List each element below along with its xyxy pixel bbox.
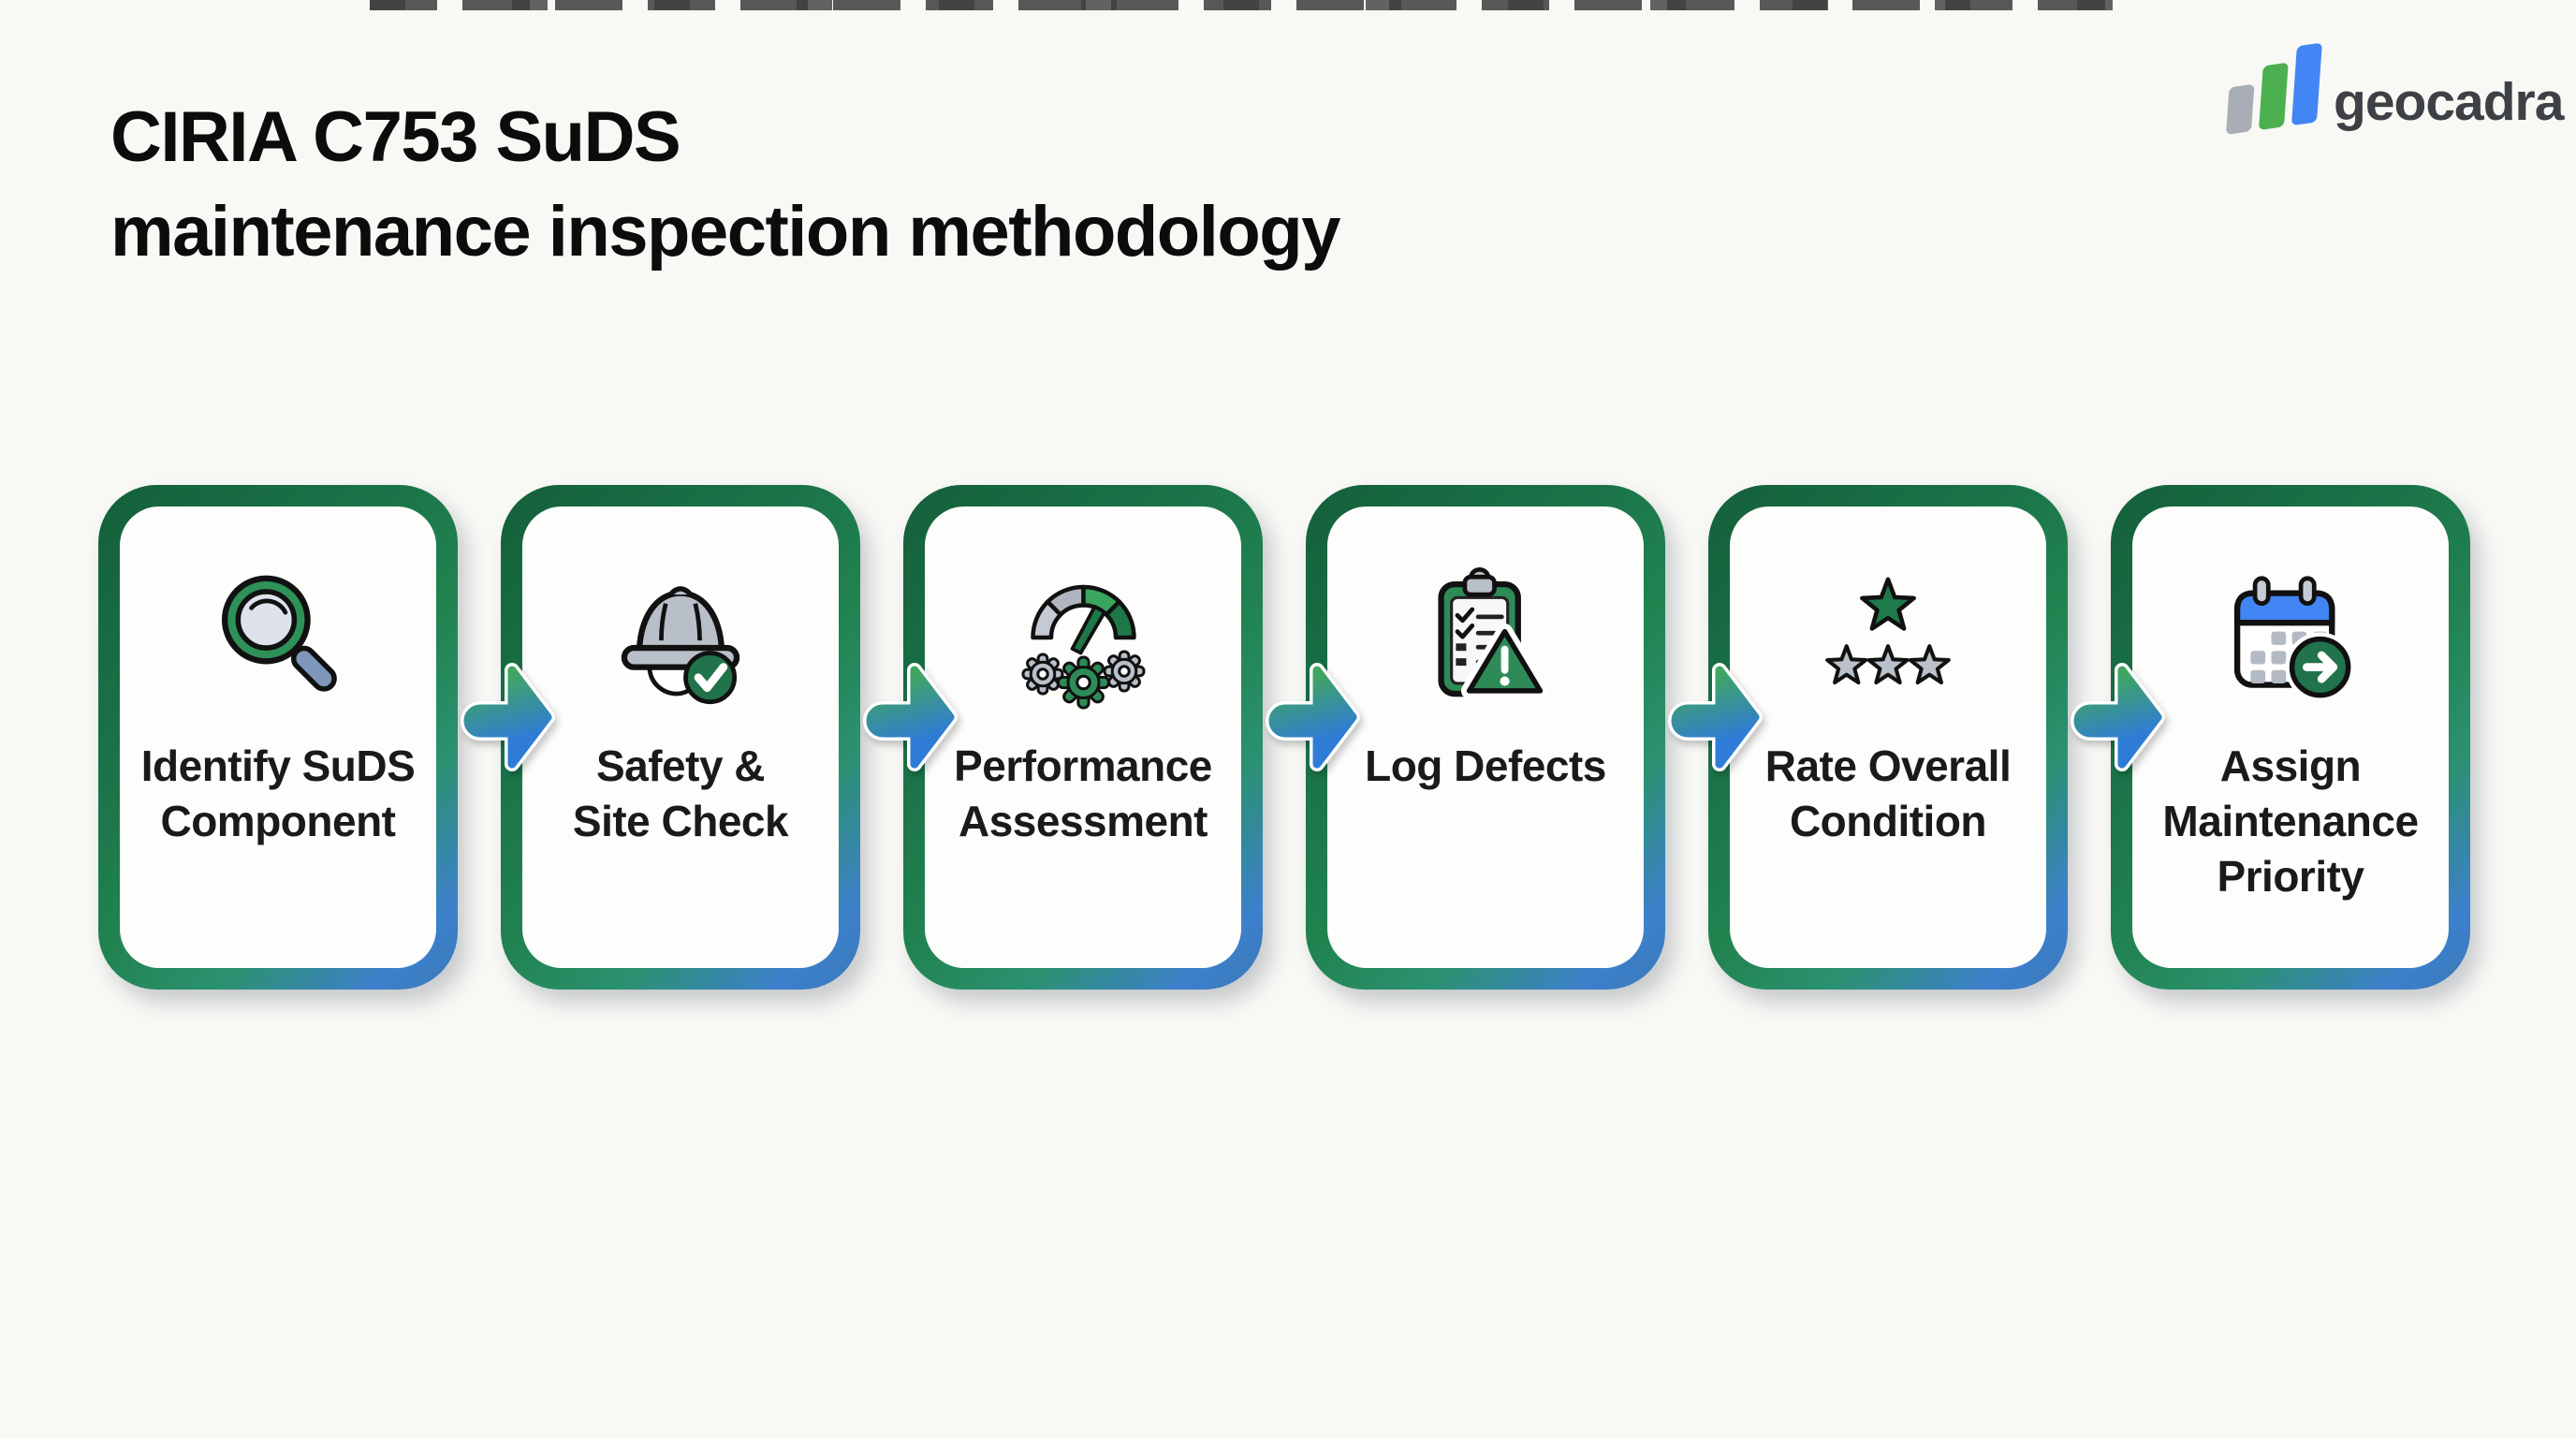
logo-bar-green: [2259, 62, 2289, 131]
step-card-rate-condition: Rate Overall Condition: [1708, 485, 2165, 990]
page-title-line2: maintenance inspection methodology: [110, 192, 1340, 272]
top-dashed-strip: [370, 0, 2115, 10]
step-card-identify: Identify SuDS Component: [98, 485, 555, 990]
flow-arrow-icon: [863, 663, 958, 771]
flow-arrow-icon: [1266, 663, 1360, 771]
step-label: Performance Assessment: [954, 741, 1212, 845]
step-card-performance: Performance Assessment: [903, 485, 1360, 990]
step-label: Log Defects: [1365, 741, 1606, 790]
logo-bars-icon: [2226, 42, 2322, 135]
page-title: CIRIA C753 SuDS maintenance inspection m…: [110, 90, 1340, 279]
magnifier-icon: [204, 559, 352, 716]
step-card-log-defects: Log Defects: [1306, 485, 1763, 990]
step-label: Rate Overall Condition: [1764, 741, 2012, 845]
logo-bar-gray: [2226, 83, 2255, 135]
step-label: Safety & Site Check: [572, 741, 789, 845]
star-rating-icon: [1809, 559, 1967, 716]
flow-arrow-icon: [1668, 663, 1763, 771]
step-card-assign-priority: Assign Maintenance Priority: [2111, 485, 2470, 990]
calendar-arrow-icon: [2217, 559, 2364, 716]
step-label: Assign Maintenance Priority: [2162, 741, 2419, 901]
logo-bar-blue: [2291, 42, 2322, 126]
clipboard-warning-icon: [1412, 559, 1559, 716]
flow-arrow-icon: [2071, 663, 2165, 771]
logo-text: geocadra: [2334, 72, 2564, 132]
page-title-line1: CIRIA C753 SuDS: [110, 97, 681, 177]
gauge-gears-icon: [1006, 559, 1161, 716]
flow-arrow-icon: [461, 663, 555, 771]
hard-hat-check-icon: [607, 559, 754, 716]
geocadra-logo: geocadra: [2226, 42, 2564, 135]
process-flow: Identify SuDS Component: [98, 485, 2470, 990]
step-label: Identify SuDS Component: [140, 741, 416, 845]
step-card-safety: Safety & Site Check: [501, 485, 958, 990]
